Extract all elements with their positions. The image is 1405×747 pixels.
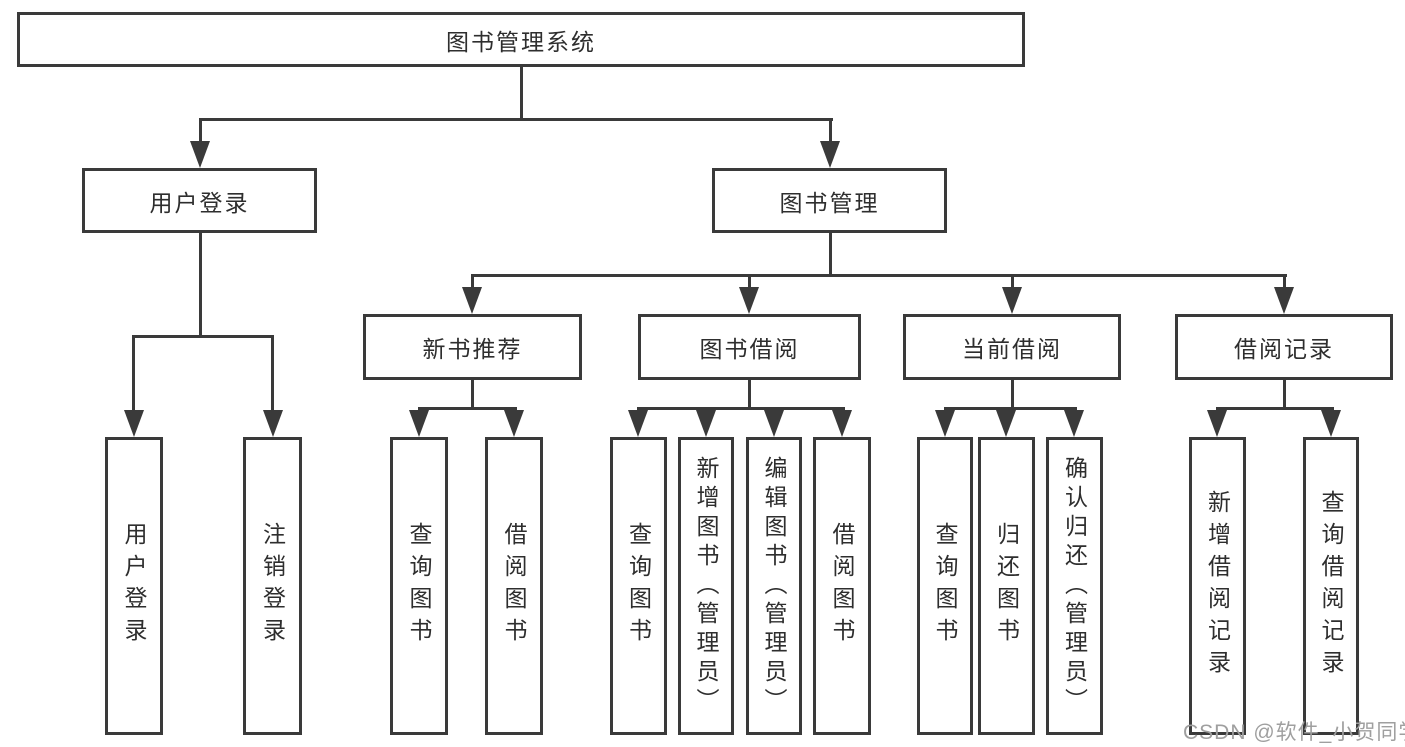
node-book-management: 图书管理 — [712, 168, 947, 233]
leaf-current-query-books: 查询图书 — [917, 437, 973, 735]
node-label: 图书管理系统 — [446, 28, 596, 55]
arrowhead-down-icon — [504, 410, 524, 437]
arrowhead-down-icon — [696, 410, 716, 437]
connector-borrow-record-stem — [1283, 380, 1286, 409]
node-label: 新书推荐 — [422, 336, 523, 362]
leaf-add-books-admin: 新增图书（管理员） — [678, 437, 734, 735]
node-label: 图书借阅 — [699, 336, 800, 362]
connector-borrow-record-splitter — [1216, 407, 1334, 410]
node-label: 用户登录 — [149, 189, 250, 216]
node-label: 新增借阅记录 — [1204, 490, 1231, 682]
leaf-return-books: 归还图书 — [978, 437, 1035, 735]
connector-to-book-borrow — [748, 274, 751, 290]
node-label: 图书管理 — [779, 189, 880, 216]
connector-user-login-splitter — [132, 335, 274, 338]
arrowhead-down-icon — [409, 410, 429, 437]
leaf-borrowing-borrow-books: 借阅图书 — [813, 437, 871, 735]
connector-new-book-rec-splitter — [418, 407, 517, 410]
csdn-watermark: CSDN @软件_小贺同学 — [1183, 721, 1405, 744]
connector-book-borrow-stem — [748, 380, 751, 409]
connector-to-leaf-user-login — [132, 335, 135, 411]
arrowhead-down-icon — [462, 287, 482, 314]
arrowhead-down-icon — [1321, 410, 1341, 437]
node-label: 用户登录 — [121, 522, 147, 650]
arrowhead-down-icon — [1207, 410, 1227, 437]
connector-new-book-rec-stem — [471, 380, 474, 409]
connector-book-mgmt-stem — [829, 233, 832, 276]
leaf-rec-query-books: 查询图书 — [390, 437, 448, 735]
node-label: 新增图书（管理员） — [693, 455, 719, 717]
node-label: 编辑图书（管理员） — [761, 455, 787, 717]
node-book-borrowing: 图书借阅 — [638, 314, 861, 380]
node-borrowing-records: 借阅记录 — [1175, 314, 1393, 380]
node-current-borrowing: 当前借阅 — [903, 314, 1121, 380]
leaf-add-borrow-record: 新增借阅记录 — [1189, 437, 1246, 735]
arrowhead-down-icon — [124, 410, 144, 437]
connector-current-borrow-stem — [1011, 380, 1014, 409]
arrowhead-down-icon — [1274, 287, 1294, 314]
node-label: 查询图书 — [406, 522, 432, 650]
node-label: 确认归还（管理员） — [1061, 455, 1088, 717]
node-label: 借阅图书 — [501, 522, 527, 650]
node-label: 归还图书 — [993, 522, 1020, 650]
node-new-book-recommendation: 新书推荐 — [363, 314, 582, 380]
connector-root-stem — [520, 67, 523, 120]
leaf-confirm-return-admin: 确认归还（管理员） — [1046, 437, 1103, 735]
node-user-login: 用户登录 — [82, 168, 317, 233]
leaf-user-login: 用户登录 — [105, 437, 163, 735]
node-label: 注销登录 — [259, 522, 286, 650]
connector-book-mgmt-splitter — [471, 274, 1287, 277]
connector-current-borrow-splitter — [944, 407, 1077, 410]
leaf-logout: 注销登录 — [243, 437, 302, 735]
connector-to-borrow-record — [1283, 274, 1286, 290]
node-label: 查询借阅记录 — [1318, 490, 1344, 682]
node-root-system: 图书管理系统 — [17, 12, 1025, 67]
connector-user-login-stem — [199, 233, 202, 337]
arrowhead-down-icon — [263, 410, 283, 437]
connector-to-leaf-logout — [271, 335, 274, 411]
arrowhead-down-icon — [996, 410, 1016, 437]
arrowhead-down-icon — [832, 410, 852, 437]
arrowhead-down-icon — [764, 410, 784, 437]
connector-book-borrow-splitter — [637, 407, 845, 410]
arrowhead-down-icon — [739, 287, 759, 314]
node-label: 借阅图书 — [829, 522, 855, 650]
leaf-borrowing-query-books: 查询图书 — [610, 437, 667, 735]
node-label: 借阅记录 — [1234, 336, 1334, 362]
arrowhead-down-icon — [1064, 410, 1084, 437]
leaf-edit-books-admin: 编辑图书（管理员） — [746, 437, 802, 735]
arrowhead-down-icon — [1002, 287, 1022, 314]
connector-to-user-login — [199, 118, 202, 144]
leaf-query-borrow-record: 查询借阅记录 — [1303, 437, 1359, 735]
arrowhead-down-icon — [628, 410, 648, 437]
connector-to-current-borrow — [1011, 274, 1014, 290]
connector-to-new-book-rec — [471, 274, 474, 290]
leaf-rec-borrow-books: 借阅图书 — [485, 437, 543, 735]
node-label: 当前借阅 — [962, 336, 1062, 362]
node-label: 查询图书 — [625, 522, 652, 650]
arrowhead-down-icon — [820, 141, 840, 168]
arrowhead-down-icon — [935, 410, 955, 437]
arrowhead-down-icon — [190, 141, 210, 168]
connector-root-splitter — [199, 118, 833, 121]
node-label: 查询图书 — [932, 522, 958, 650]
connector-to-book-mgmt — [829, 118, 832, 144]
